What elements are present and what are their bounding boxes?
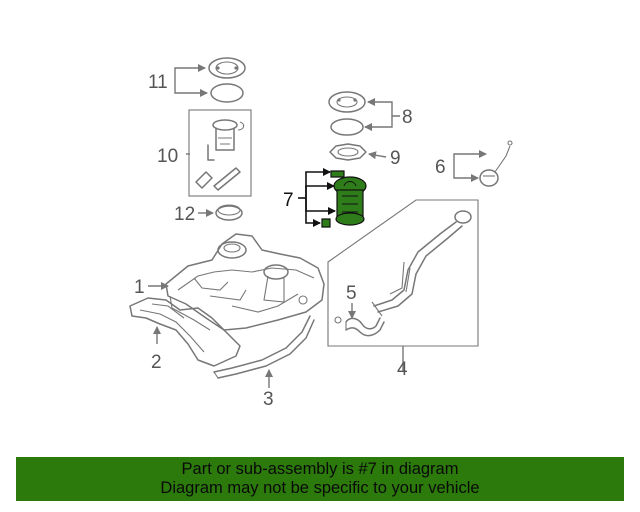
label-6: 6 xyxy=(435,157,446,178)
label-1: 1 xyxy=(134,277,145,298)
label-2: 2 xyxy=(151,352,162,373)
part-8-lid-gasket xyxy=(328,91,366,136)
label-8: 8 xyxy=(402,107,413,128)
part-12-o-ring xyxy=(215,204,243,221)
label-3: 3 xyxy=(263,389,274,410)
part-9-lock-ring xyxy=(329,143,367,161)
part-11-seal-set xyxy=(208,57,246,103)
part-10-sender-unit xyxy=(188,109,252,197)
banner-line-2: Diagram may not be specific to your vehi… xyxy=(160,479,480,497)
label-10: 10 xyxy=(157,146,178,167)
part-6-fuel-cap xyxy=(479,140,513,187)
label-4: 4 xyxy=(397,359,408,380)
label-7: 7 xyxy=(283,190,294,211)
part-4-filler-pipe xyxy=(327,199,479,347)
label-12: 12 xyxy=(174,204,195,225)
info-banner: Part or sub-assembly is #7 in diagram Di… xyxy=(16,457,624,501)
part-7-fuel-pump xyxy=(321,170,367,228)
label-9: 9 xyxy=(390,148,401,169)
label-5: 5 xyxy=(346,283,357,304)
part-1-fuel-tank xyxy=(165,233,325,331)
banner-line-1: Part or sub-assembly is #7 in diagram xyxy=(181,460,459,478)
label-11: 11 xyxy=(148,72,168,93)
part-2-heat-shield xyxy=(129,297,241,367)
part-5-hose xyxy=(334,316,385,337)
part-3-strap xyxy=(213,315,315,379)
